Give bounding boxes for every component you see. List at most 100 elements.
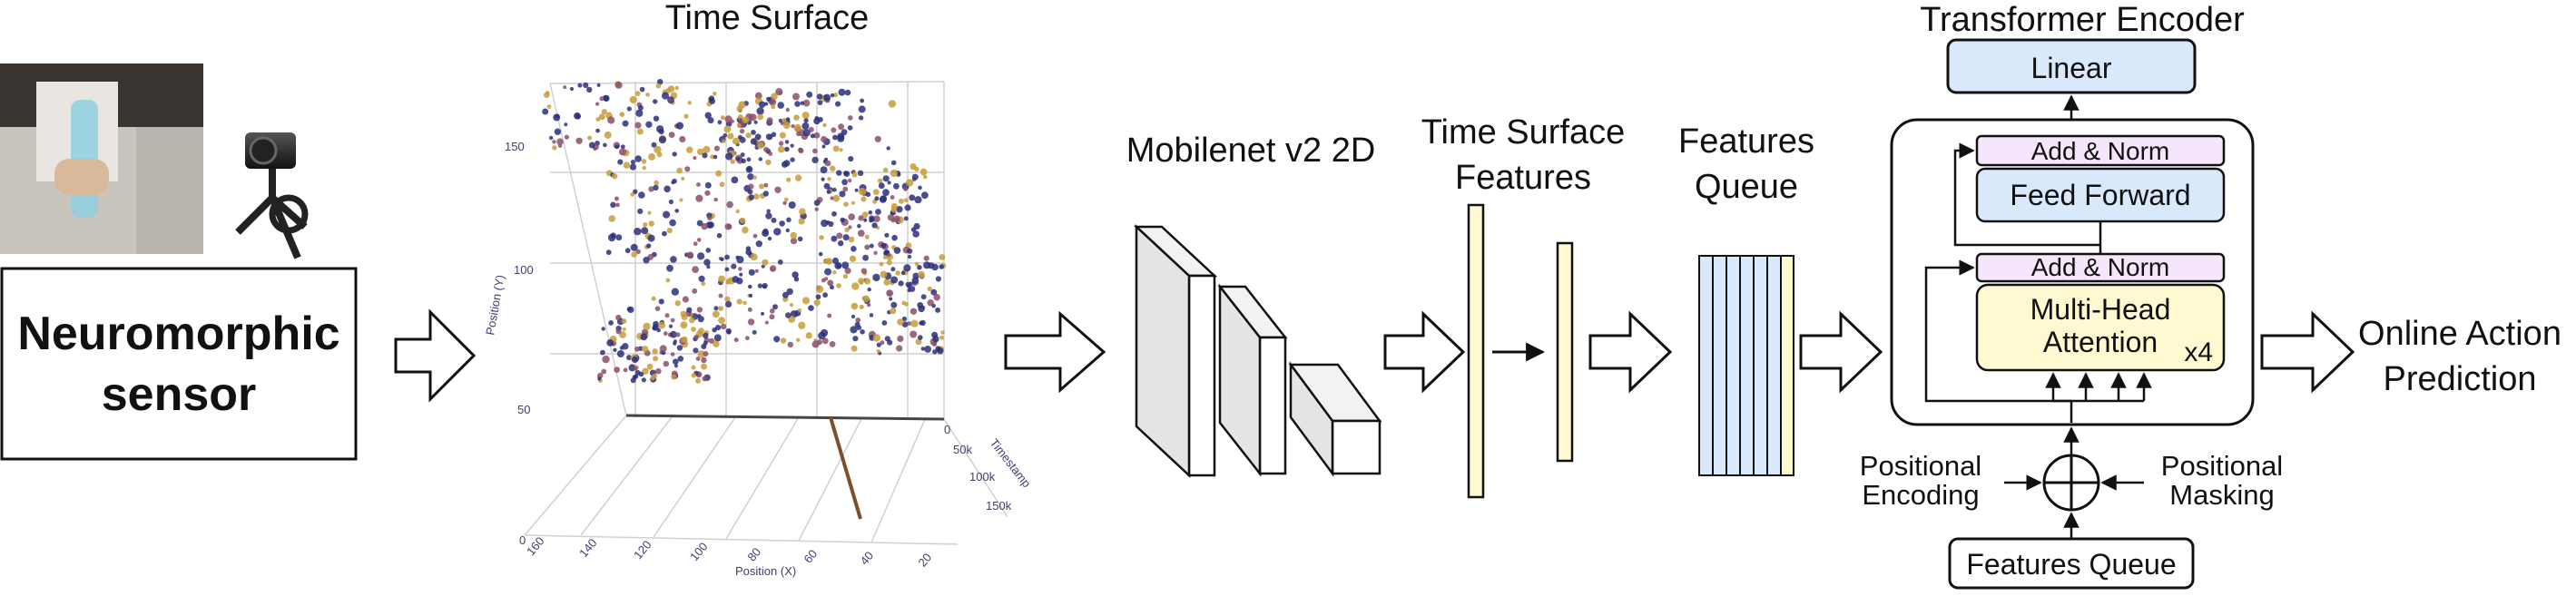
event-point [829,341,836,347]
event-point [652,373,657,379]
event-point [850,345,858,352]
event-point [637,208,644,214]
event-point [765,212,772,220]
event-point [920,294,927,300]
event-point [745,132,752,139]
event-point [658,298,664,305]
event-point [707,215,713,220]
event-point [615,314,622,321]
event-point [739,272,743,277]
event-point [836,170,842,176]
event-point [732,137,740,145]
event-point [753,193,760,200]
event-point [557,143,563,148]
event-point [932,349,938,355]
event-point [887,181,891,185]
event-point [673,364,678,368]
event-point [755,240,762,248]
event-point [668,324,673,328]
event-point [821,136,828,142]
event-point [777,259,783,265]
multi-head-attention-block [1975,283,2226,372]
event-point [768,151,773,156]
event-point [577,83,583,88]
event-point [735,255,740,259]
event-point [784,146,790,152]
event-point [619,346,624,350]
event-point [848,236,855,243]
event-point [627,306,634,313]
repeat-count-label: x4 [2184,337,2213,367]
event-point [597,376,602,381]
event-point [713,197,718,202]
event-point [730,119,734,123]
event-point [782,122,791,130]
event-point [717,120,723,125]
event-point [844,89,851,96]
event-point [785,107,790,112]
event-point [691,373,697,378]
event-point [861,211,869,219]
event-point [863,278,871,285]
flow-arrow-4 [1588,310,1673,394]
event-point [602,355,610,364]
event-point [821,144,826,149]
event-point [864,244,870,250]
event-point [842,234,850,241]
event-point [791,124,795,129]
event-camera-icon [235,132,309,259]
x-axis-label: Position (X) [735,564,796,578]
event-point [652,348,658,355]
event-point [747,307,752,312]
event-point [801,112,810,120]
event-point [880,340,885,346]
event-point [745,336,750,341]
flow-arrow-2 [1004,310,1106,394]
event-point [749,113,757,122]
flow-arrow-6 [2260,310,2355,394]
time-surface-title: Time Surface [665,0,870,37]
event-point [840,217,845,223]
event-point [914,196,922,204]
event-point [852,336,859,342]
output-line2: Prediction [2384,360,2537,398]
event-point [935,276,941,282]
event-point [794,174,802,181]
event-point [895,270,900,276]
event-point [615,202,620,208]
event-point [654,180,659,186]
event-point [663,360,670,367]
event-point [787,341,793,348]
event-point [886,146,890,151]
event-point [701,357,707,364]
event-point [890,267,896,272]
event-point [665,278,671,283]
event-point [552,145,557,151]
event-point [830,196,834,200]
event-point [759,183,764,190]
event-point [715,325,722,331]
event-point [905,179,914,187]
event-point [850,314,856,319]
event-point [762,285,767,289]
event-point [836,283,841,288]
event-point [736,298,742,305]
event-point [813,132,821,139]
event-point [830,165,836,171]
event-point [702,152,708,159]
event-point [786,288,793,296]
event-point [751,130,756,135]
event-point [880,195,887,202]
event-point [890,169,899,178]
event-point [927,286,932,292]
event-point [634,155,642,162]
event-point [935,307,941,313]
event-point [668,132,675,139]
event-point [790,157,795,162]
event-point [676,345,683,351]
event-point [851,171,858,178]
event-point [827,177,831,181]
x-tick-120: 120 [631,538,654,562]
event-point [701,222,708,230]
